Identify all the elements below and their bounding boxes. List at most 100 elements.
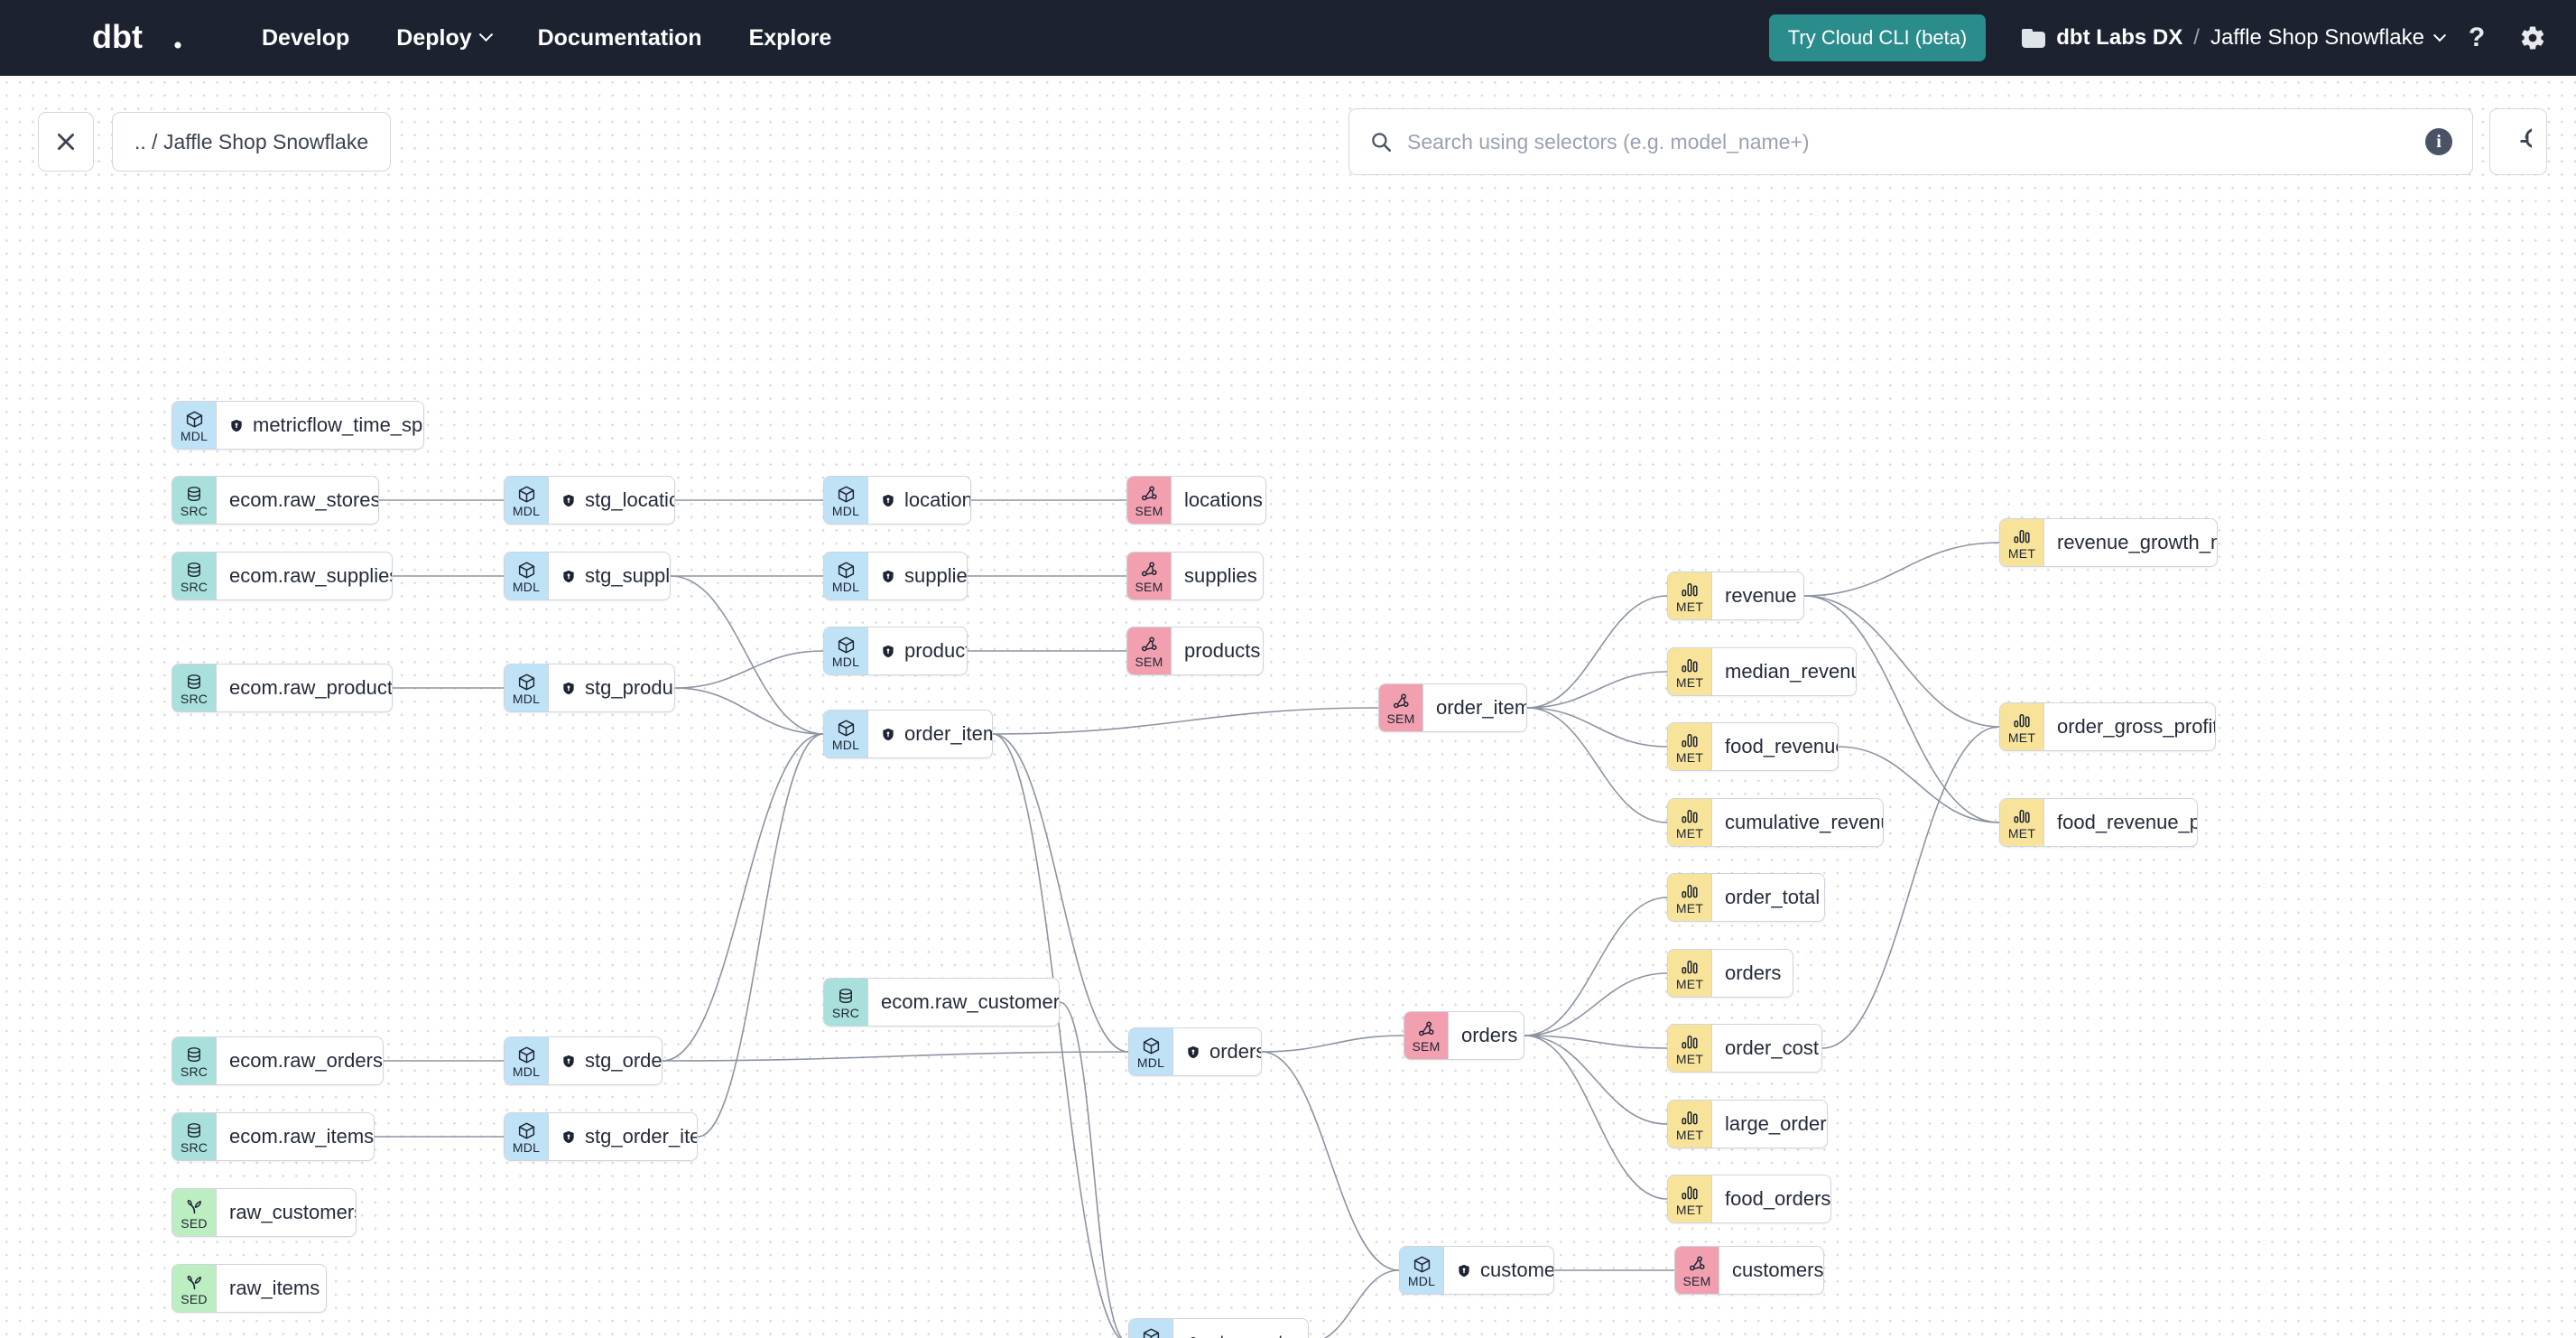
node-type-code: SEM bbox=[1682, 1273, 1711, 1288]
node-type-code: MET bbox=[1675, 1127, 1704, 1142]
node-body: products bbox=[867, 627, 967, 674]
breadcrumb-project[interactable]: Jaffle Shop Snowflake bbox=[2210, 25, 2424, 50]
node-type-code: SRC bbox=[180, 1139, 208, 1155]
breadcrumb: dbt Labs DX / Jaffle Shop Snowflake bbox=[2022, 25, 2447, 51]
close-button[interactable] bbox=[38, 112, 94, 172]
edge-met_revenue-to-met_food_revenue_pct bbox=[1803, 595, 2000, 823]
graph-node-mdl_supplies[interactable]: MDLsupplies bbox=[823, 552, 968, 600]
nav-item-explore[interactable]: Explore bbox=[726, 16, 856, 60]
breadcrumb-account[interactable]: dbt Labs DX bbox=[2056, 25, 2183, 50]
node-body: ecom.raw_orders bbox=[216, 1037, 383, 1084]
database-icon bbox=[188, 562, 200, 577]
primary-nav: Develop Deploy Documentation Explore bbox=[238, 16, 855, 60]
try-cloud-cli-button[interactable]: Try Cloud CLI (beta) bbox=[1768, 14, 1987, 61]
info-icon[interactable]: i bbox=[2425, 128, 2452, 155]
graph-node-src_supplies[interactable]: SRC ecom.raw_supplies bbox=[171, 552, 393, 600]
graph-node-mdl_products[interactable]: MDLproducts bbox=[823, 627, 968, 675]
node-type-icon bbox=[837, 987, 855, 1006]
nav-item-documentation[interactable]: Documentation bbox=[514, 16, 726, 60]
metric-bars-icon bbox=[1682, 961, 1698, 974]
node-body: orders bbox=[1448, 1012, 1524, 1059]
node-type-icon bbox=[1681, 1033, 1699, 1052]
node-body: stg_supplies bbox=[548, 553, 670, 599]
node-type-icon bbox=[517, 485, 536, 504]
node-body: stg_locations bbox=[548, 477, 674, 524]
dbt-logo[interactable]: dbt bbox=[32, 16, 186, 60]
node-type-badge-met: MET bbox=[2000, 703, 2043, 750]
cube-icon bbox=[518, 1122, 534, 1139]
chevron-down-icon[interactable] bbox=[2432, 29, 2447, 42]
graph-node-src_customers[interactable]: SRC ecom.raw_customers bbox=[823, 978, 1060, 1027]
node-type-code: SEM bbox=[1412, 1038, 1441, 1054]
node-body: ecom.raw_products bbox=[216, 664, 392, 711]
node-label: ecom.raw_orders bbox=[229, 1049, 383, 1072]
node-body: ecom.raw_customers bbox=[867, 979, 1059, 1026]
nav-item-develop[interactable]: Develop bbox=[238, 16, 373, 60]
refresh-button[interactable] bbox=[2489, 108, 2547, 175]
node-label: ecom.raw_supplies bbox=[229, 564, 393, 587]
node-type-code: MET bbox=[1675, 900, 1704, 915]
node-body: products bbox=[1171, 627, 1263, 674]
node-type-badge-met: MET bbox=[1668, 1101, 1711, 1148]
node-type-badge-met: MET bbox=[1668, 1175, 1711, 1222]
node-type-code: SRC bbox=[831, 1005, 860, 1020]
breadcrumb-pill[interactable]: .. / Jaffle Shop Snowflake bbox=[112, 112, 392, 172]
database-icon bbox=[188, 1122, 200, 1138]
metric-bars-icon bbox=[1682, 1036, 1698, 1049]
node-body: customers bbox=[1443, 1247, 1553, 1294]
settings-button[interactable] bbox=[2509, 14, 2556, 61]
help-button[interactable]: ? bbox=[2453, 14, 2500, 61]
nav-item-deploy[interactable]: Deploy bbox=[373, 16, 514, 60]
node-type-icon bbox=[2013, 527, 2031, 546]
node-type-icon bbox=[2013, 711, 2031, 730]
edge-src_customers-to-stg_customers bbox=[1059, 1001, 1123, 1338]
node-type-code: MDL bbox=[1136, 1055, 1165, 1070]
node-type-code: MDL bbox=[831, 737, 860, 752]
search-input[interactable] bbox=[1407, 129, 2425, 154]
node-type-icon bbox=[185, 1121, 203, 1140]
search-bar[interactable]: i bbox=[1348, 108, 2473, 175]
dbt-wordmark: dbt bbox=[92, 19, 181, 55]
graph-node-mdl_locations[interactable]: MDLlocations bbox=[823, 476, 971, 525]
lineage-graph-canvas[interactable]: MDLmetricflow_time_spineSRCecom.raw_stor… bbox=[0, 76, 2576, 1338]
public-shield-icon bbox=[563, 570, 574, 582]
node-body: stg_order_items bbox=[548, 1113, 697, 1160]
edge-sem_orders-to-met_order_cost bbox=[1524, 1035, 1668, 1049]
graph-node-mdl_customers[interactable]: MDLcustomers bbox=[1399, 1246, 1554, 1295]
node-type-badge-src: SRC bbox=[172, 553, 216, 599]
node-body: raw_customers bbox=[216, 1189, 356, 1236]
graph-node-sem_orders[interactable]: SEM orders bbox=[1404, 1011, 1524, 1060]
